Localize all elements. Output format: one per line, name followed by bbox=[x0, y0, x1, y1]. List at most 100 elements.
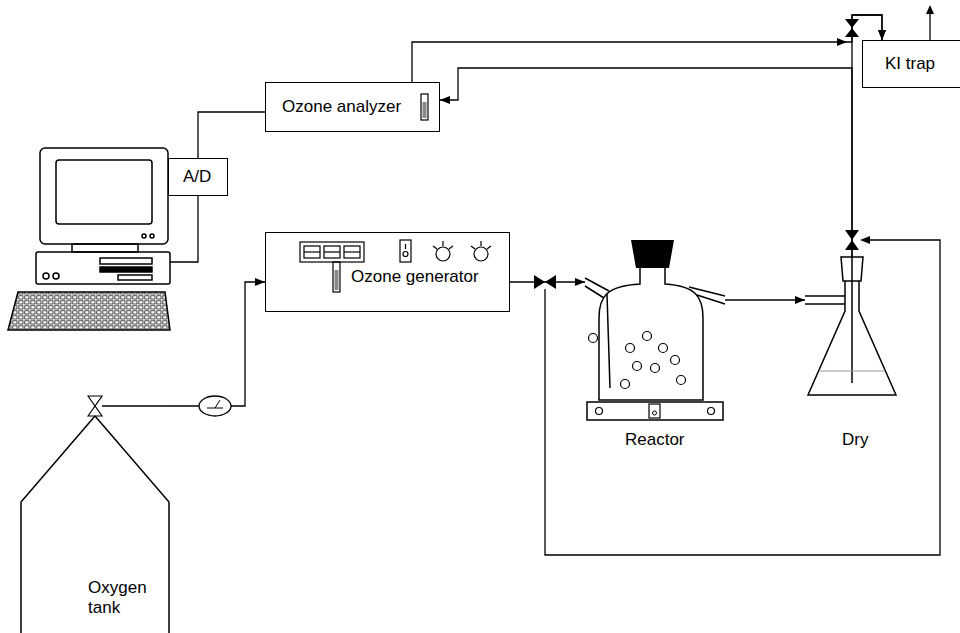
converter-box: A/D bbox=[168, 158, 228, 196]
reactor-vessel-part bbox=[599, 268, 703, 400]
drive-slot bbox=[100, 258, 152, 264]
bypass-line bbox=[545, 240, 940, 555]
three-way-valve bbox=[845, 28, 859, 37]
node-label: Ozone analyzer bbox=[282, 97, 401, 117]
arrow-head bbox=[926, 5, 934, 14]
display-digit bbox=[344, 251, 360, 252]
drying-flask-outline bbox=[805, 255, 905, 455]
three-way-valve bbox=[534, 275, 545, 289]
gas-cylinder-part bbox=[88, 406, 102, 416]
reactor-vessel-outline bbox=[585, 238, 725, 455]
reactor-vessel-part bbox=[708, 408, 715, 415]
reactor-vessel-part bbox=[621, 380, 630, 389]
reactor-vessel-part bbox=[585, 286, 604, 298]
reactor-vessel-part bbox=[589, 334, 598, 343]
reactor-vessel-part bbox=[677, 376, 686, 385]
gas-cylinder-part bbox=[102, 405, 170, 406]
reactor-vessel-part bbox=[659, 344, 668, 353]
exhaust-line bbox=[929, 12, 930, 40]
drying-flask-part bbox=[851, 255, 853, 281]
generator-panel bbox=[300, 240, 491, 292]
power-switch bbox=[405, 244, 406, 249]
three-way-valve bbox=[845, 240, 859, 250]
power-switch bbox=[403, 252, 408, 257]
reactor-vessel-part bbox=[649, 404, 660, 418]
flow-line-path bbox=[852, 15, 882, 255]
monitor-button bbox=[142, 234, 146, 238]
display-digit bbox=[344, 246, 360, 258]
pressure-gauge bbox=[199, 396, 231, 416]
flow-meter bbox=[333, 262, 340, 292]
arrow-head bbox=[440, 96, 450, 104]
reactor-vessel-part bbox=[607, 294, 610, 388]
flow-line bbox=[198, 112, 265, 158]
flow-line-path bbox=[440, 68, 852, 255]
cpu-button bbox=[43, 273, 49, 279]
cpu-case bbox=[36, 252, 170, 284]
arrow-head bbox=[575, 278, 585, 286]
display-digit bbox=[304, 251, 320, 252]
drying-flask-part bbox=[851, 255, 853, 383]
flow-line bbox=[412, 15, 886, 82]
flow-meter bbox=[423, 102, 427, 118]
monitor-button bbox=[150, 234, 154, 238]
arrow-head bbox=[255, 278, 265, 286]
computer-symbol bbox=[8, 148, 170, 330]
drive-slot bbox=[100, 267, 152, 272]
digital-display bbox=[300, 242, 364, 262]
flow-meter bbox=[421, 94, 428, 120]
monitor-screen bbox=[56, 160, 152, 224]
gas-cylinder: Oxygen tank bbox=[20, 392, 170, 633]
three-way-valve bbox=[545, 275, 556, 289]
reactor-vessel: Reactor bbox=[585, 238, 725, 455]
flow-line bbox=[852, 15, 886, 255]
reactor-vessel-part bbox=[653, 411, 657, 415]
generator-box: Ozone generator bbox=[265, 232, 510, 312]
node-label: A/D bbox=[183, 167, 211, 187]
reactor-vessel-part bbox=[631, 240, 674, 268]
reactor-vessel-part bbox=[633, 362, 642, 371]
arrow-head bbox=[878, 30, 886, 40]
trap-box: KI trap bbox=[862, 40, 960, 88]
flow-line bbox=[440, 68, 852, 255]
flow-line-path bbox=[412, 15, 882, 82]
analyzer-box: Ozone analyzer bbox=[265, 82, 440, 132]
node-label: Reactor bbox=[625, 430, 685, 450]
flow-line-path bbox=[170, 282, 265, 406]
three-way-valve bbox=[845, 19, 859, 28]
flow-line-path bbox=[198, 112, 265, 158]
node-label: Oxygen tank bbox=[88, 578, 153, 618]
gas-cylinder-part bbox=[88, 396, 102, 406]
arrow-head bbox=[795, 296, 805, 304]
drying-flask-part bbox=[808, 281, 896, 395]
power-switch bbox=[400, 240, 411, 262]
reactor-vessel-part bbox=[626, 344, 635, 353]
keyboard bbox=[8, 292, 170, 330]
reactor-vessel-part bbox=[643, 332, 652, 341]
reactor-vessel-part bbox=[651, 364, 660, 373]
cpu-button bbox=[53, 273, 59, 279]
node-label: Dry bbox=[842, 430, 868, 450]
drying-flask-part bbox=[805, 295, 845, 297]
control-knob bbox=[436, 247, 450, 261]
display-digit bbox=[324, 246, 340, 258]
signal-wire bbox=[170, 196, 198, 262]
flow-meter bbox=[335, 270, 339, 290]
reactor-vessel-part bbox=[596, 408, 603, 415]
arrow-head bbox=[860, 236, 870, 244]
flow-line bbox=[725, 296, 805, 304]
reactor-vessel-part bbox=[671, 356, 680, 365]
gauge-needle bbox=[215, 400, 220, 408]
three-way-valve bbox=[845, 230, 859, 240]
reactor-vessel-part bbox=[697, 295, 725, 304]
reactor-vessel-part bbox=[689, 287, 725, 296]
monitor-base bbox=[72, 244, 138, 252]
arrow-head bbox=[837, 38, 847, 46]
drying-flask: Dry bbox=[805, 255, 905, 455]
display-digit bbox=[324, 251, 340, 252]
monitor-case bbox=[40, 148, 168, 244]
control-knob bbox=[471, 241, 491, 249]
arrow-head bbox=[878, 30, 886, 40]
